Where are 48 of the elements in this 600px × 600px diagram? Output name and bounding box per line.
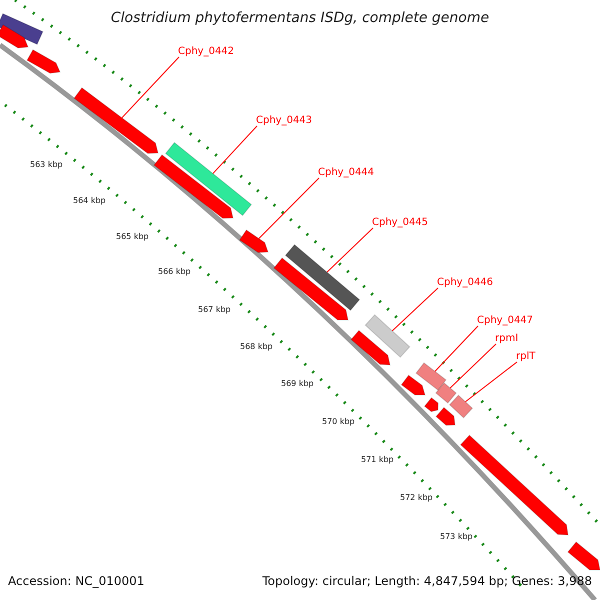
- gene-label: Cphy_0444: [318, 167, 374, 178]
- gene-bar: [415, 362, 447, 391]
- gene-label: Cphy_0442: [178, 46, 234, 57]
- gene-label: Cphy_0446: [437, 277, 494, 288]
- leader-line: [212, 126, 258, 174]
- tick-label: 572 kbp: [400, 493, 433, 502]
- gene-feature: [424, 397, 439, 412]
- gene-feature: [400, 374, 426, 396]
- tick-label: 567 kbp: [198, 305, 231, 314]
- tick-label: 568 kbp: [240, 342, 273, 351]
- gene-bar: [164, 142, 252, 216]
- gene-feature: [0, 24, 29, 48]
- gene-label: rplT: [516, 351, 536, 362]
- title: Clostridium phytofermentans ISDg, complete genome: [110, 10, 490, 26]
- tick-label: 570 kbp: [322, 417, 355, 426]
- gene-bar: [435, 382, 457, 404]
- gene-label: Cphy_0443: [256, 115, 312, 126]
- leader-line: [434, 326, 478, 372]
- tick-label: 563 kbp: [30, 160, 63, 169]
- tick-label: 565 kbp: [116, 232, 149, 241]
- leader-line: [258, 178, 320, 240]
- gene-bar: [284, 244, 360, 312]
- gene-bar: [448, 394, 474, 418]
- leader-line: [326, 228, 374, 273]
- gene-feature: [153, 154, 234, 219]
- tick-label: 566 kbp: [158, 267, 191, 276]
- gene-bar: [0, 12, 44, 46]
- tick-label: 573 kbp: [440, 532, 473, 541]
- genome-info-text: Topology: circular; Length: 4,847,594 bp; Genes: 3,988: [262, 574, 592, 588]
- gene-label: rpmI: [495, 333, 518, 344]
- gene-feature: [238, 229, 269, 253]
- gene-feature: [73, 87, 159, 154]
- gene-feature: [26, 49, 61, 74]
- gene-feature: [567, 541, 600, 570]
- tick-label: 571 kbp: [361, 455, 394, 464]
- leader-line: [121, 56, 180, 118]
- leader-line: [450, 344, 496, 388]
- gene-bar: [364, 314, 410, 358]
- leader-line: [464, 362, 518, 402]
- gene-feature: [350, 330, 391, 366]
- tick-label: 564 kbp: [73, 196, 106, 205]
- tick-label: 569 kbp: [281, 379, 314, 388]
- accession-text: Accession: NC_010001: [8, 574, 144, 588]
- gene-label: Cphy_0447: [477, 315, 534, 326]
- leader-line: [392, 288, 438, 332]
- gene-feature: [435, 406, 456, 426]
- gene-feature: [273, 257, 349, 320]
- gene-label: Cphy_0445: [372, 217, 428, 228]
